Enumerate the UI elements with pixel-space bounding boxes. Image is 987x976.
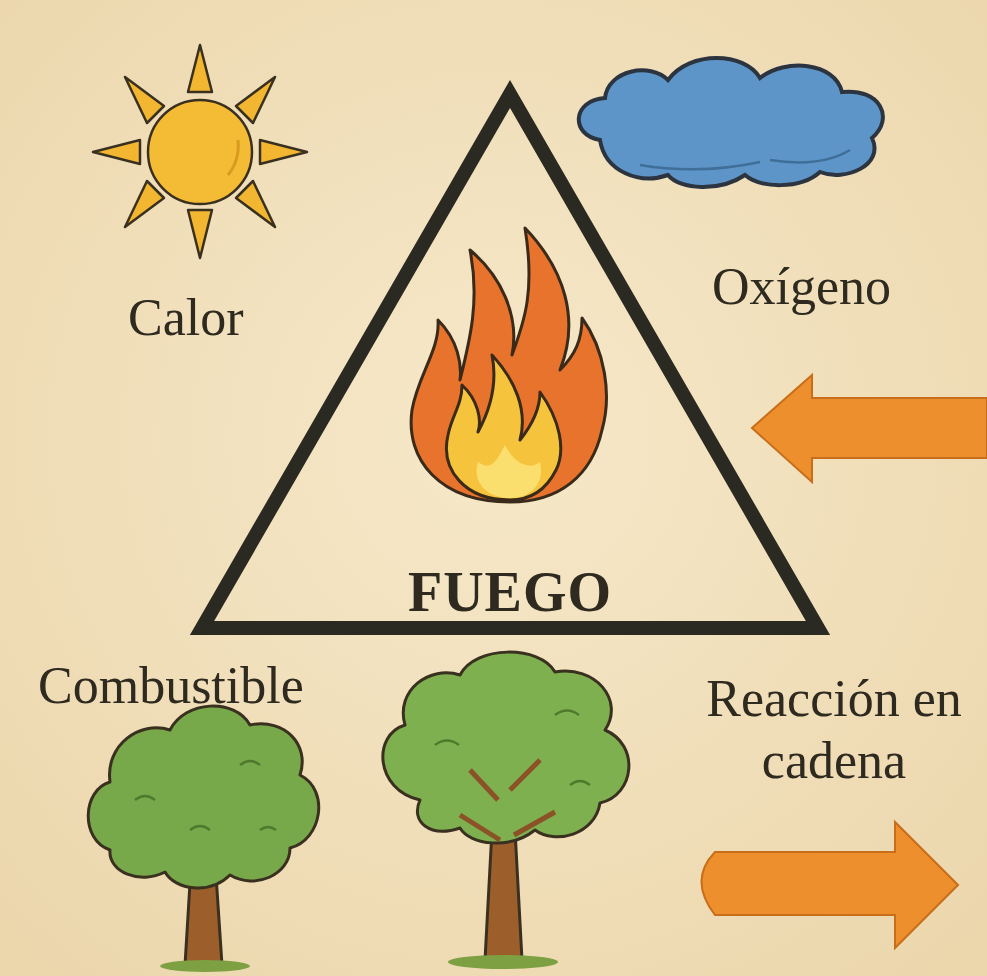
cloud-icon: [579, 58, 883, 187]
element-label: Oxígeno: [712, 256, 972, 318]
flame-icon: [411, 228, 606, 502]
sun-icon: [93, 45, 307, 258]
node-title: FUEGO: [408, 560, 612, 624]
tree-icon: [383, 652, 629, 969]
element-label: Calor: [128, 287, 328, 349]
arrow-left-icon: [752, 375, 987, 482]
element-label: Combustible: [38, 655, 398, 717]
tree-icon: [88, 706, 318, 972]
fire-triangle: FUEGO: [188, 80, 832, 640]
arrow-right-icon: [702, 822, 959, 948]
triangle-outline: [188, 80, 832, 640]
element-label: Reacción en cadena: [694, 668, 974, 793]
